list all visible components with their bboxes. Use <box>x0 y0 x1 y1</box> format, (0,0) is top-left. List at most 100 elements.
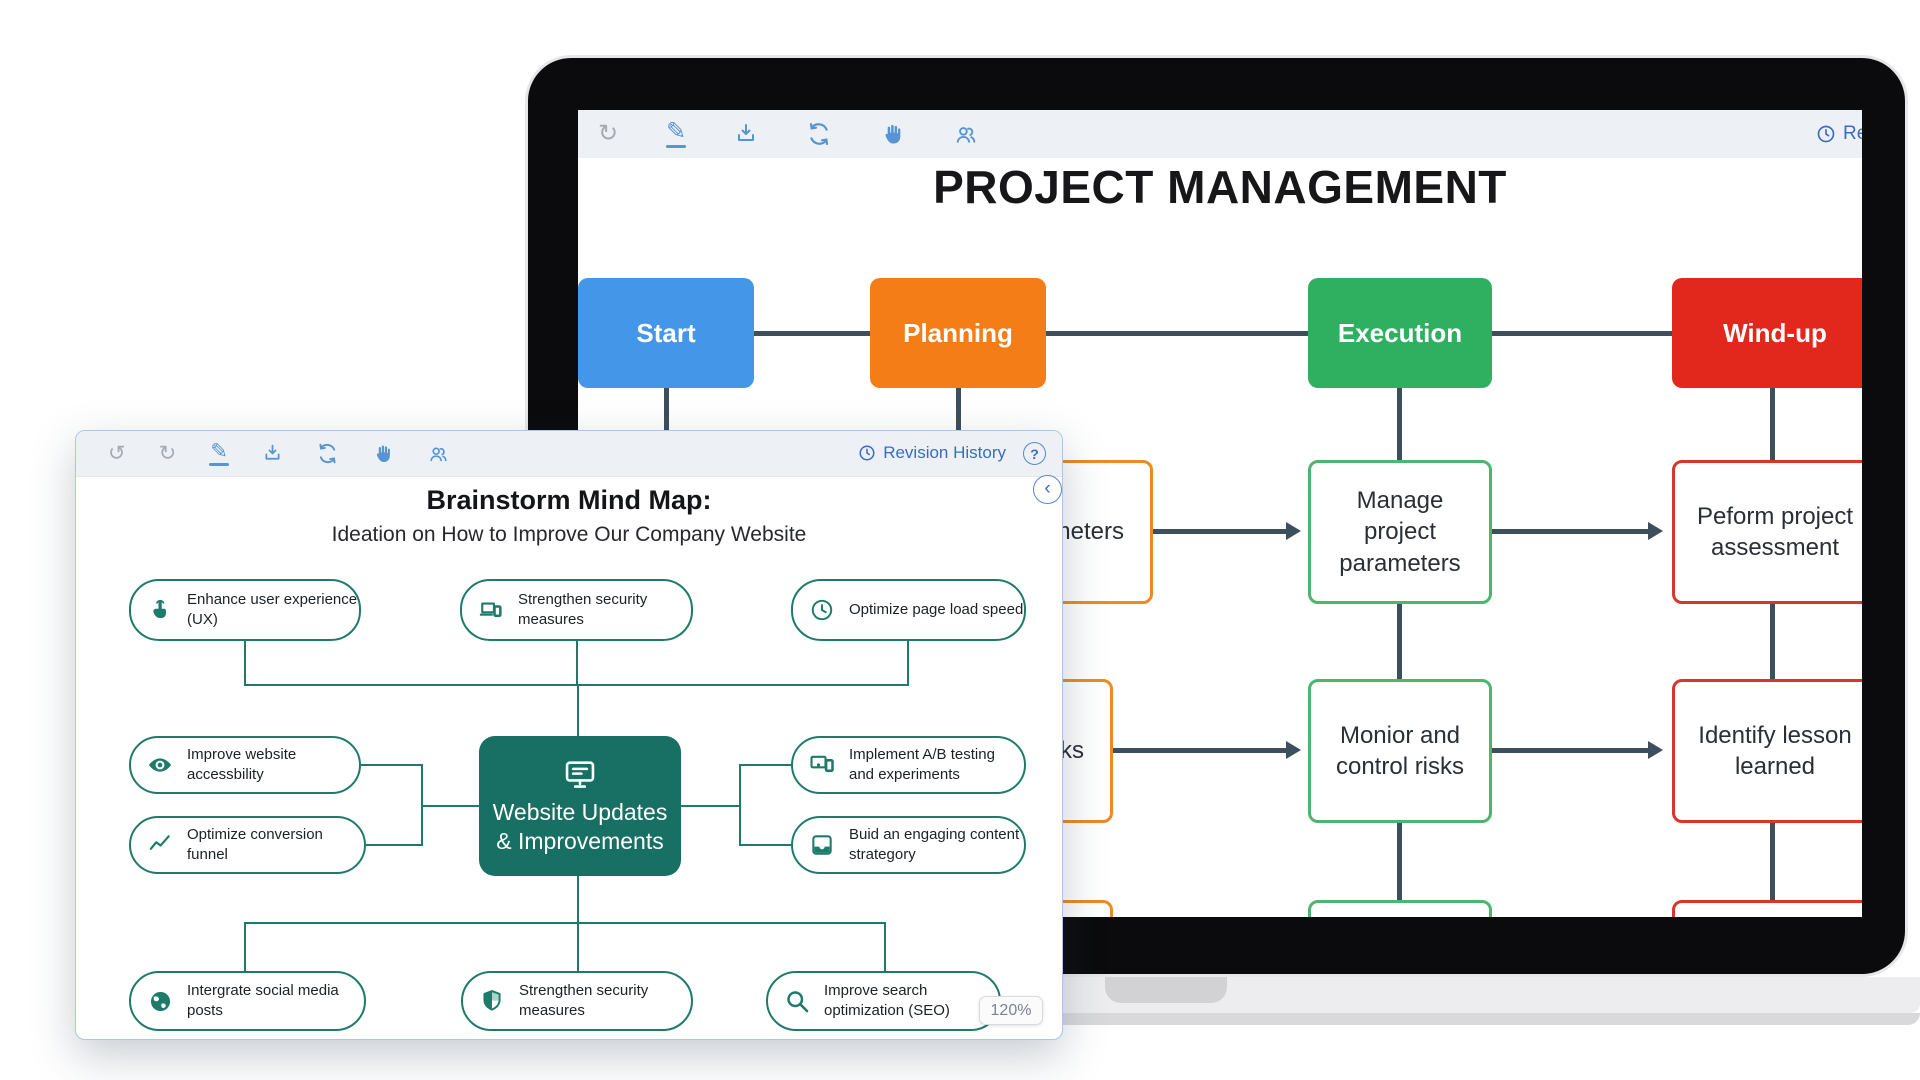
node-ab-testing[interactable]: Implement A/B testing and experiments <box>791 736 1026 794</box>
connector <box>739 764 791 766</box>
mm-revision-history-button[interactable]: Revision History <box>858 443 1006 463</box>
node-social-media-posts[interactable]: Intergrate social media posts <box>129 971 366 1031</box>
node-label: Intergrate social media posts <box>187 981 339 1019</box>
chart-icon <box>146 832 174 858</box>
undo-icon[interactable]: ↺ <box>108 442 126 465</box>
pm-page-title: PROJECT MANAGEMENT <box>933 161 1507 213</box>
pm-revision-history-button[interactable]: Revision History <box>1816 123 1862 145</box>
connector <box>739 764 741 846</box>
tap-icon <box>146 597 174 623</box>
redo-icon[interactable]: ↻ <box>598 120 619 147</box>
node-optimize-conversion-funnel[interactable]: Optimize conversion funnel <box>129 816 366 874</box>
collaborators-icon[interactable] <box>427 443 449 465</box>
node-label: Implement A/B testing and experiments <box>849 745 995 783</box>
node-label: Strengthen security measures <box>518 590 648 628</box>
clock-icon <box>859 445 875 461</box>
brainstorm-mindmap-window: ↺ ↻ ✎ <box>75 430 1063 1040</box>
connector <box>577 684 579 736</box>
pm-toolbar: ↻ ✎ <box>578 110 1862 158</box>
stage-start[interactable]: Start <box>578 278 754 388</box>
connector <box>577 922 579 971</box>
connector <box>244 684 909 686</box>
node-website-updates-central[interactable]: Website Updates & Improvements <box>479 736 681 876</box>
eye-icon <box>146 751 174 779</box>
node-enhance-ux[interactable]: Enhance user experience (UX) <box>129 579 361 641</box>
node-optimize-page-speed[interactable]: Optimize page load speed <box>791 579 1026 641</box>
stage-planning[interactable]: Planning <box>870 278 1046 388</box>
mindmap-subtitle: Ideation on How to Improve Our Company W… <box>331 523 807 546</box>
node-label: Improve website accessbility <box>187 745 297 783</box>
edit-pencil-icon[interactable]: ✎ <box>209 441 230 466</box>
connector <box>1046 331 1308 336</box>
connector <box>244 641 246 685</box>
task-clipped <box>1672 900 1862 917</box>
connector <box>244 922 886 924</box>
task-clipped <box>1308 900 1492 917</box>
connector <box>1397 823 1402 900</box>
connector <box>1770 604 1775 679</box>
node-label: Optimize conversion funnel <box>187 825 323 863</box>
arrowhead <box>1286 741 1301 759</box>
pan-hand-icon[interactable] <box>880 122 905 147</box>
pm-revision-label: Revision History <box>1843 123 1862 144</box>
node-improve-accessibility[interactable]: Improve website accessbility <box>129 736 361 794</box>
connector <box>366 844 423 846</box>
mm-toolbar: ↺ ↻ ✎ <box>76 431 1062 477</box>
zoom-level-badge[interactable]: 120% <box>979 996 1043 1025</box>
ab-test-icon <box>808 751 836 779</box>
connector <box>664 388 669 458</box>
connector <box>884 922 886 971</box>
node-strengthen-security-bottom[interactable]: Strengthen security measures <box>461 971 693 1031</box>
node-content-strategy[interactable]: Buid an engaging content strategory <box>791 816 1026 874</box>
mindmap-title: Brainstorm Mind Map: <box>426 485 712 515</box>
shield-icon <box>478 988 506 1014</box>
node-strengthen-security-top[interactable]: Strengthen security measures <box>460 579 693 641</box>
clock-icon <box>808 597 836 623</box>
stage-execution[interactable]: Execution <box>1308 278 1492 388</box>
mm-revision-label: Revision History <box>883 443 1006 462</box>
arrowhead <box>1648 522 1663 540</box>
node-improve-seo[interactable]: Improve search optimization (SEO) <box>766 971 1001 1031</box>
connector <box>907 641 909 685</box>
node-label: Strengthen security measures <box>519 981 649 1019</box>
connector <box>1492 331 1672 336</box>
node-label: Optimize page load speed <box>849 600 1024 618</box>
help-button[interactable]: ? <box>1023 442 1046 465</box>
arrowhead <box>1648 741 1663 759</box>
task-perform-project-assessment[interactable]: Peform project assessment <box>1672 460 1862 604</box>
connector <box>577 876 579 922</box>
redo-icon[interactable]: ↻ <box>158 442 177 465</box>
connector <box>421 805 479 807</box>
sync-icon[interactable] <box>316 442 339 465</box>
search-icon <box>783 988 811 1015</box>
edit-pencil-icon[interactable]: ✎ <box>666 120 686 148</box>
connector <box>1397 604 1402 679</box>
node-label: Website Updates & Improvements <box>492 799 668 854</box>
clock-icon <box>1817 125 1835 143</box>
task-monitor-control-risks[interactable]: Monior and control risks <box>1308 679 1492 823</box>
stage-windup[interactable]: Wind-up <box>1672 278 1862 388</box>
connector <box>361 764 423 766</box>
connector <box>1492 529 1648 534</box>
connector <box>1113 748 1286 753</box>
content-icon <box>808 832 836 858</box>
sync-icon[interactable] <box>806 121 832 147</box>
task-identify-lesson-learned[interactable]: Identify lesson learned <box>1672 679 1862 823</box>
connector <box>576 641 578 685</box>
node-label: Improve search optimization (SEO) <box>824 981 950 1019</box>
laptop-hinge-notch <box>1105 977 1227 1003</box>
connector <box>681 805 741 807</box>
globe-icon <box>146 988 174 1015</box>
connector <box>1397 388 1402 460</box>
pan-hand-icon[interactable] <box>372 443 394 465</box>
download-icon[interactable] <box>734 122 758 146</box>
download-icon[interactable] <box>262 443 283 464</box>
node-label: Buid an engaging content strategory <box>849 825 1020 863</box>
collaborators-icon[interactable] <box>953 122 978 147</box>
devices-icon <box>477 596 505 624</box>
task-manage-project-parameters[interactable]: Manage project parameters <box>1308 460 1492 604</box>
collapse-panel-button[interactable]: ‹ <box>1033 475 1062 504</box>
node-label: Enhance user experience (UX) <box>187 590 358 628</box>
connector <box>1770 823 1775 900</box>
